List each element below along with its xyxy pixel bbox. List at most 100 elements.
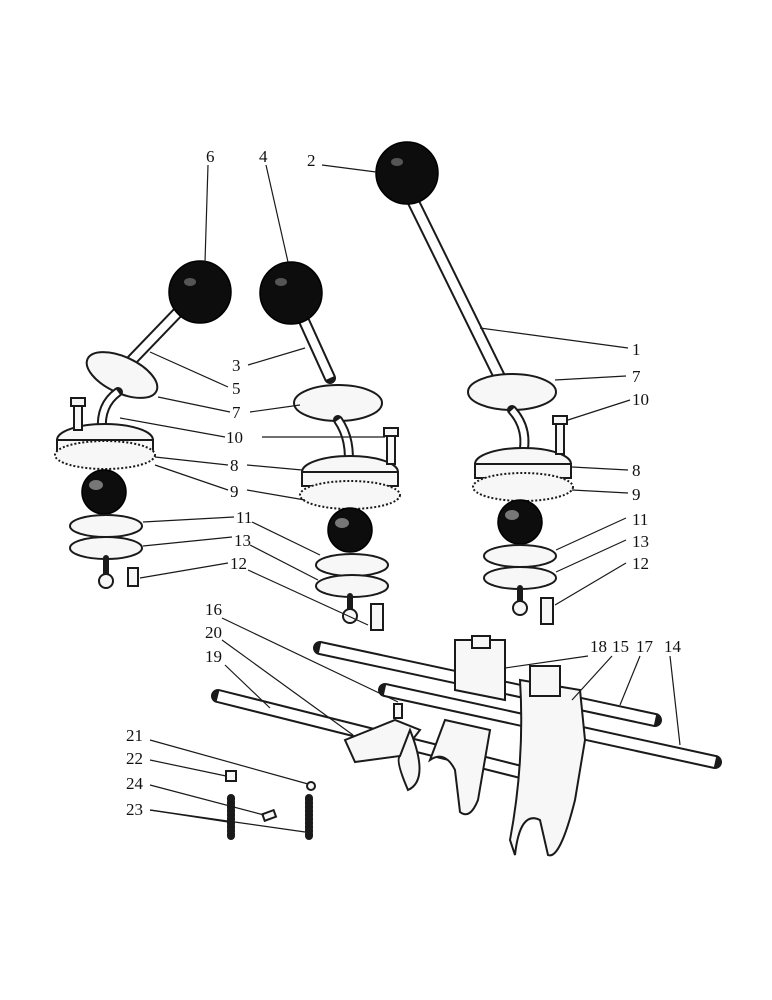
label-8-left: 8 [230,456,239,475]
leader-13-left-a [142,536,233,547]
plunger-22 [225,770,237,782]
leader-8-left-b [246,464,303,471]
leader-10-left-a [119,417,226,438]
label-13-left: 13 [234,531,251,550]
knob-right [375,141,439,205]
label-22: 22 [126,749,143,768]
bolt-head-right [552,415,568,425]
leader-24 [149,784,265,816]
interlock-pin-24 [261,808,278,823]
knob-left-highlight [184,278,196,286]
leader-10-right [567,399,631,421]
lever-foot-ball-left [98,573,114,589]
retainer-plate-middle [315,553,389,577]
label-17: 17 [636,637,654,656]
leader-3 [247,347,306,366]
ball-joint-left-highlight [89,480,103,490]
leader-22 [149,759,227,777]
lever-shaft-middle-fill [296,310,334,380]
label-11-right: 11 [632,510,648,529]
ball-joint-middle [327,507,373,553]
bolt-lower-right [540,597,554,625]
label-20: 20 [205,623,222,642]
leader-9-right [571,489,629,494]
label-19: 19 [205,647,222,666]
label-7-right: 7 [632,367,641,386]
ball-joint-right-highlight [505,510,519,520]
label-21: 21 [126,726,143,745]
leader-12-left-b [247,569,369,626]
leader-9-left-a [154,464,229,491]
leader-16 [221,617,399,703]
leader-14 [669,655,681,746]
label-14: 14 [664,637,682,656]
leader-20 [221,639,354,736]
label-5: 5 [232,379,241,398]
ball-joint-left [81,469,127,515]
leader-12-left-a [139,562,229,579]
leader-7-right [554,375,627,381]
knob-middle [259,261,323,325]
label-13-right: 13 [632,532,649,551]
label-24: 24 [126,774,144,793]
label-18: 18 [590,637,607,656]
label-12-left: 12 [230,554,247,573]
leader-8-left-a [154,456,229,466]
leader-11-left-a [142,516,235,523]
bolt-lower-middle [370,603,384,631]
leader-13-right [555,539,627,573]
label-7-left: 7 [232,403,241,422]
leader-7-left-a [157,396,231,413]
leader-lines [119,164,681,833]
lever-assembly-left [54,260,232,589]
leader-7-left-b [249,404,301,413]
label-2: 2 [307,151,316,170]
knob-right-highlight [391,158,403,166]
retainer-plate-left [69,514,143,538]
bolt-head-left [70,397,86,407]
gasket-middle [299,480,401,510]
lever-foot-ball-middle [342,608,358,624]
label-4: 4 [259,147,268,166]
label-9-left: 9 [230,482,239,501]
lever-foot-ball-right [512,600,528,616]
ball-joint-middle-highlight [335,518,349,528]
lever-shaft-left-fill [129,305,185,363]
retainer-plate-right [483,544,557,568]
leader-5 [149,351,229,388]
leader-4 [265,164,289,263]
leader-2 [321,164,377,173]
label-10-right: 10 [632,390,649,409]
leader-18 [504,655,589,669]
label-23: 23 [126,800,143,819]
lever-shaft-right-fill [405,193,505,380]
label-9-right: 9 [632,485,641,504]
label-10-left: 10 [226,428,243,447]
label-11-left: 11 [236,508,252,527]
gasket-left [54,440,156,470]
leader-9-left-b [246,489,306,501]
label-1: 1 [632,340,641,359]
selector-block-18-slot [471,635,491,649]
leader-11-left-b [251,521,321,556]
selector-fork-15-head [529,665,561,697]
leader-17 [619,655,641,706]
label-8-right: 8 [632,461,641,480]
gasket-right [472,472,574,502]
leader-1 [479,327,629,349]
rubber-boot-right [467,373,557,411]
leader-11-right [555,517,627,551]
knob-left [168,260,232,324]
leader-15 [571,655,613,701]
label-15: 15 [612,637,629,656]
selector-fork-20-arm [397,727,421,792]
leader-21 [149,739,309,785]
part-number-labels: 6 4 2 1 3 5 7 7 10 10 8 8 9 9 11 11 13 1… [126,147,682,819]
label-6: 6 [206,147,215,166]
leader-19 [224,664,271,709]
small-parts [225,770,316,842]
leader-6 [204,164,209,263]
lever-assembly-right [375,141,574,625]
